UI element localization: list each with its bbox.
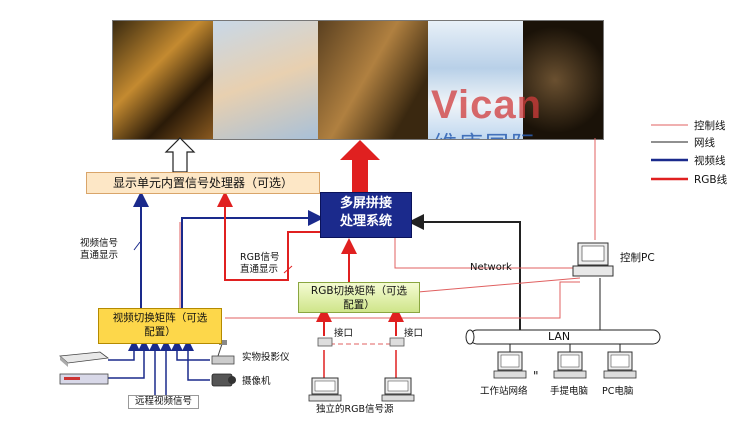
projector-label: 实物投影仪 [242,352,290,363]
brand-latin: Vican [431,83,542,127]
lan-label: LAN [548,330,571,343]
multi-screen-line1: 多屏拼接 [339,196,392,211]
interface-label-1: 接口 [334,328,354,339]
legend-video: 视频线 [694,155,726,167]
workstation-label: 工作站网络 [480,386,528,397]
legend-control: 控制线 [694,120,726,132]
laptop-label: 手提电脑 [550,386,589,397]
camera-icon [211,373,236,387]
legend-network: 网线 [694,137,715,149]
legend-rgb: RGB线 [694,174,728,186]
rgb-matrix-line1: RGB切换矩阵（可选 [310,285,408,297]
rgb-direct-label: RGB信号 直通显示 [240,252,280,275]
control-pc-label: 控制PC [620,252,655,264]
pc-icon [603,351,637,379]
control-line-network [394,235,580,269]
wall-tile-mine-1 [113,21,213,139]
rgb-source-label: 独立的RGB信号源 [316,404,394,415]
rgb-matrix-line2: 配置） [343,299,375,311]
control-line-pc-to-rgbmatrix [417,277,581,293]
hollow-arrow [164,137,196,173]
rgb-source-pc-2 [381,377,415,402]
wall-tile-miners [523,21,603,139]
video-matrix-line2: 配置） [144,326,176,338]
dvd-player-icon [59,351,110,367]
video-wall: Vican 维康国际 [112,20,604,140]
multi-screen-box: 多屏拼接 处理系统 [320,192,412,238]
wall-tile-software [428,21,523,139]
wall-tile-tunnel [318,21,428,139]
brand-cn: 维康国际 [433,125,537,139]
video-matrix-box: 视频切换矩阵（可选 配置） [98,308,222,344]
camera-label: 摄像机 [242,376,271,387]
big-red-arrow [340,140,380,192]
video-matrix-line1: 视频切换矩阵（可选 [112,312,208,324]
projector-icon [211,340,235,365]
multi-screen-line2: 处理系统 [339,214,392,229]
rgb-matrix-box: RGB切换矩阵（可选 配置） [298,282,420,313]
vcr-icon [59,373,109,385]
video-line-matrix-to-multiscreen [181,210,324,308]
network-label: Network [470,262,512,273]
display-processor-box: 显示单元内置信号处理器（可选） [86,172,320,194]
video-direct-label: 视频信号 直通显示 [80,238,119,261]
laptop-icon [553,351,587,379]
remote-video-label: 远程视频信号 [128,395,200,409]
network-line-lan-to-multiscreen [408,214,521,330]
rgb-source-pc-1 [308,377,342,402]
pc-label: PC电脑 [602,386,634,397]
interface-label-2: 接口 [404,328,424,339]
wall-tile-map [213,21,318,139]
control-pc-icon [572,242,614,277]
rgb-line-to-processor [217,191,320,281]
workstation-icon [493,351,527,379]
quote-mark: " [533,369,539,383]
